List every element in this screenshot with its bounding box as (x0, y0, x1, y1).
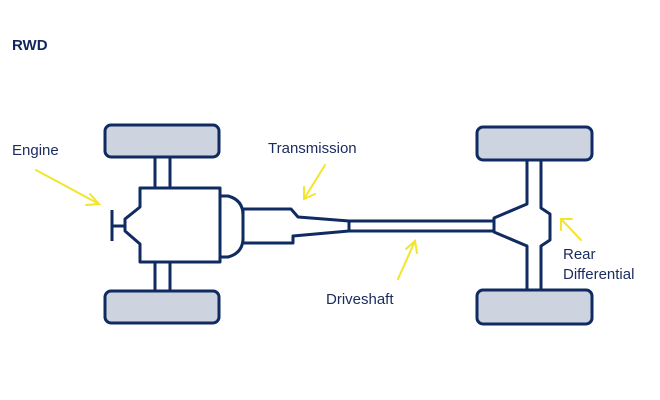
front-right-wheel (103, 289, 221, 325)
engine-block (123, 186, 222, 264)
front-axle-upper (153, 154, 172, 191)
diagram-title: RWD (12, 37, 48, 54)
front-left-wheel (103, 123, 221, 159)
rear-differential (492, 158, 552, 292)
rear-right-wheel (475, 288, 594, 326)
engine-arrow (35, 169, 102, 206)
driveshaft (347, 219, 496, 233)
rear-left-wheel (475, 125, 594, 162)
bellhousing (218, 194, 245, 259)
engine-label: Engine (12, 142, 59, 159)
driveshaft-label: Driveshaft (326, 291, 394, 308)
transmission-label: Transmission (268, 140, 357, 157)
rear-differential-label-2: Differential (563, 266, 635, 283)
transmission-arrow (303, 164, 326, 201)
rear-differential-label-1: Rear (563, 246, 596, 263)
rear-differential-arrow (560, 218, 582, 241)
driveshaft-arrow (397, 239, 418, 280)
transmission (241, 207, 351, 245)
engine-pulley (110, 210, 125, 241)
front-axle-lower (153, 260, 172, 293)
